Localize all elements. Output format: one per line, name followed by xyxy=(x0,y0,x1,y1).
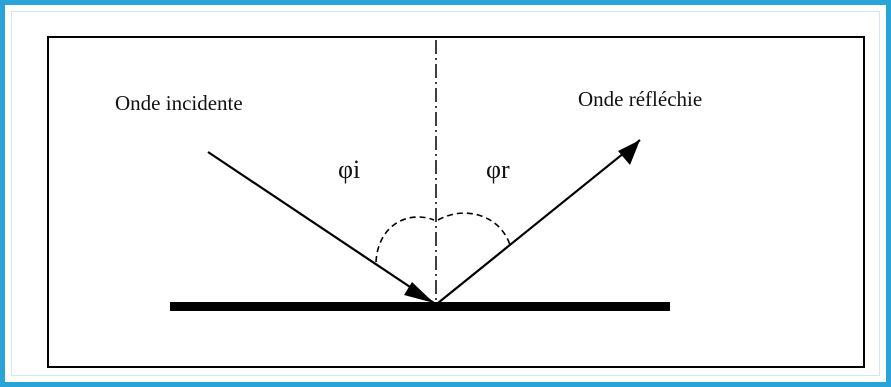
incident-arrowhead xyxy=(404,282,434,303)
reflection-angle-arc xyxy=(437,212,511,246)
reflected-wave-label: Onde réfléchie xyxy=(578,87,702,111)
diagram-box xyxy=(47,36,865,368)
incidence-angle-label: φi xyxy=(338,155,360,184)
reflecting-surface xyxy=(170,302,670,311)
reflection-angle-label: φr xyxy=(486,155,510,184)
incident-wave-label: Onde incidente xyxy=(115,91,243,115)
reflected-ray xyxy=(437,139,641,304)
incident-ray xyxy=(207,151,435,304)
reflected-arrowhead xyxy=(618,140,640,165)
inner-frame-line xyxy=(11,11,880,376)
incidence-angle-arc xyxy=(375,216,435,263)
